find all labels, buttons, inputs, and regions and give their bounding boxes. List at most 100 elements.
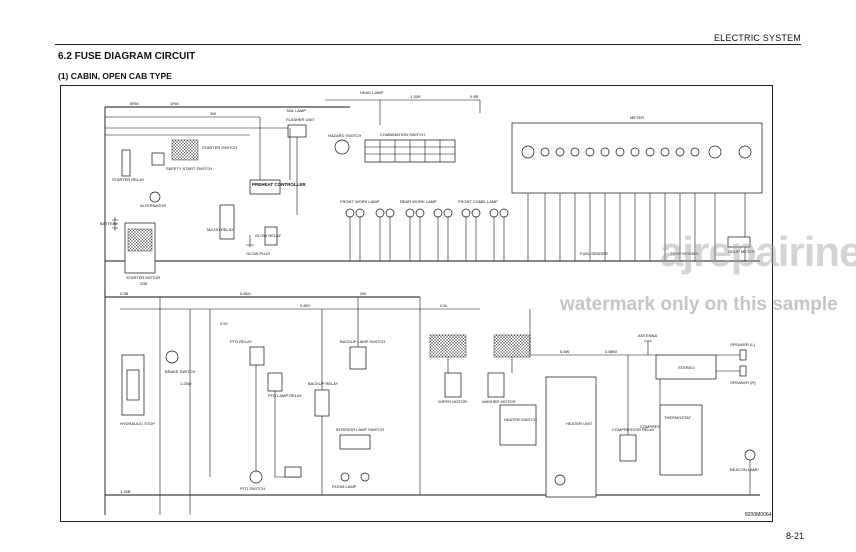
pto-lamp-relay-box (267, 372, 283, 392)
preheat-wiring (259, 117, 298, 215)
svg-text:5RW: 5RW (130, 101, 139, 106)
head-lamp-label: HEAD LAMP (360, 90, 383, 95)
battery-label: BATTERY (100, 221, 118, 226)
diagram-frame (60, 85, 773, 522)
section-label: ELECTRIC SYSTEM (713, 33, 801, 43)
glow-relay-label: GLOW RELAY (255, 233, 281, 238)
pto-switch-label: PTO SWITCH (240, 486, 265, 491)
fuel-sender-label: FUEL SENDER (580, 251, 608, 256)
starter-relay-label: STARTER RELAY (112, 177, 145, 182)
speaker-wiring (716, 354, 740, 372)
room-lamp-symbol-2 (360, 472, 370, 482)
ac-wiring (529, 309, 661, 435)
compressor-relay-box (619, 434, 637, 462)
washer-motor-label: WASHER MOTOR (482, 399, 515, 404)
meter-label: METER (630, 115, 644, 120)
starter-relay-box (121, 149, 131, 177)
glow-plug-symbol (246, 235, 254, 247)
watermark-site: ajrepairine.com (660, 228, 856, 275)
meter-drop-wires (527, 193, 746, 261)
hour-meter-box (727, 236, 751, 248)
svg-text:0.5BW: 0.5BW (605, 349, 617, 354)
upper-feed-lines (105, 116, 290, 136)
speaker-left-label: SPEAKER (L) (730, 342, 756, 347)
brake-switch-label: BRAKE SWITCH (165, 369, 196, 374)
meter-indicators (521, 145, 752, 159)
svg-text:20B: 20B (140, 281, 147, 286)
glow-plug-label: GLOW PLUG (246, 251, 270, 256)
stereo-label: STEREO (678, 365, 694, 370)
starter-switch-label: STARTER SWITCH (202, 145, 237, 150)
lamp-symbols-row (345, 208, 509, 218)
svg-text:0.5Y: 0.5Y (220, 321, 229, 326)
wiper-motor-box (444, 372, 462, 398)
compressor-label: COMPRESSOR (640, 424, 669, 429)
heater-switch-label: HEATER SWITCH (504, 417, 537, 422)
heater-fan-symbol (554, 474, 566, 486)
svg-text:0.85Y: 0.85Y (300, 303, 311, 308)
room-lamp-label: ROOM LAMP (332, 484, 357, 489)
starter-motor-label: STARTER MOTOR (126, 275, 160, 280)
backup-relay-label: BACKUP RELAY (308, 381, 339, 386)
thermostat-box (659, 404, 703, 476)
antenna-symbol (644, 340, 652, 355)
tail-lamp-label: TAIL LAMP (286, 108, 306, 113)
brake-switch-symbol (165, 350, 179, 364)
svg-text:1.25B: 1.25B (120, 489, 131, 494)
backup-wiring (321, 297, 359, 495)
compressor-relay-label: COMPRESSOR RELAY (612, 427, 655, 432)
safety-start-switch-box (151, 152, 165, 166)
svg-text:1.25W: 1.25W (180, 381, 192, 386)
tacho-relay-box (219, 204, 235, 240)
hazard-switch-symbol (334, 139, 350, 155)
front-work-lamp-label: FRONT WORK LAMP (340, 199, 380, 204)
tacho-relay-label: TACHO RELAY (206, 227, 234, 232)
washer-motor-box (487, 372, 505, 398)
svg-text:0.5W: 0.5W (560, 349, 570, 354)
interior-lamp-switch-box (339, 434, 371, 450)
combination-switch-label: COMBINATION SWITCH (380, 132, 425, 137)
preheat-controller-box (249, 179, 281, 195)
pto-connector (284, 466, 302, 478)
preheat-controller-label: PREHEAT CONTROLLER (252, 182, 306, 187)
antenna-label: ANTENNA (638, 333, 657, 338)
glow-relay-box (264, 226, 278, 246)
hydraulic-stop-solenoid (126, 369, 140, 401)
beacon-lamp-label: BEACON LAMP (730, 467, 759, 472)
pto-relay-box (249, 346, 265, 366)
svg-text:1.25R: 1.25R (410, 94, 421, 99)
wire-labels: 5RW 1RW 3W 1.25R 0.5B 0.85G 0.85Y 2Br 0.… (120, 94, 617, 494)
drawing-code: 8200M0064 (745, 512, 772, 518)
alternator-label: ALTERNATOR (140, 203, 166, 208)
speaker-right-label: SPEAKER (R) (730, 380, 756, 385)
page-subtitle: (1) CABIN, OPEN CAB TYPE (58, 71, 172, 81)
hazard-switch-label: HAZARD SWITCH (328, 133, 361, 138)
thermostat-label: THERMOSTAT (664, 415, 692, 420)
interior-lamp-switch-label: INTERIOR LAMP SWITCH (336, 427, 384, 432)
page-number: 8-21 (785, 531, 804, 541)
speaker-right-symbol (739, 365, 747, 377)
lower-feed-lines (120, 297, 480, 515)
svg-text:0.5L: 0.5L (440, 303, 449, 308)
wiper-motor-label: WIPER MOTOR (438, 399, 467, 404)
heater-unit-box (545, 376, 597, 498)
pto-relay-label: PTO RELAY (230, 339, 252, 344)
beacon-lamp-symbol (744, 449, 756, 461)
svg-text:0.85G: 0.85G (240, 291, 251, 296)
wiper-switch-grid-rear (493, 334, 531, 358)
stereo-box (655, 354, 717, 380)
hour-meter-label: HOUR METER (728, 249, 755, 254)
heater-switch-box (499, 404, 537, 446)
pto-switch-symbol (249, 470, 263, 484)
speaker-left-symbol (739, 349, 747, 361)
battery-symbol (112, 217, 118, 231)
safety-start-switch-label: SAFETY START SWITCH (166, 166, 212, 171)
meter-panel (511, 122, 763, 194)
starter-switch-grid (171, 139, 199, 161)
combination-switch-grid (365, 140, 455, 162)
watermark-note: watermark only on this sample (560, 294, 838, 315)
svg-text:3W: 3W (210, 111, 216, 116)
temp-sender-label: TEMP SENDER (670, 251, 699, 256)
room-lamp-symbol (340, 472, 350, 482)
rear-work-lamp-label: REAR WORK LAMP (400, 199, 437, 204)
